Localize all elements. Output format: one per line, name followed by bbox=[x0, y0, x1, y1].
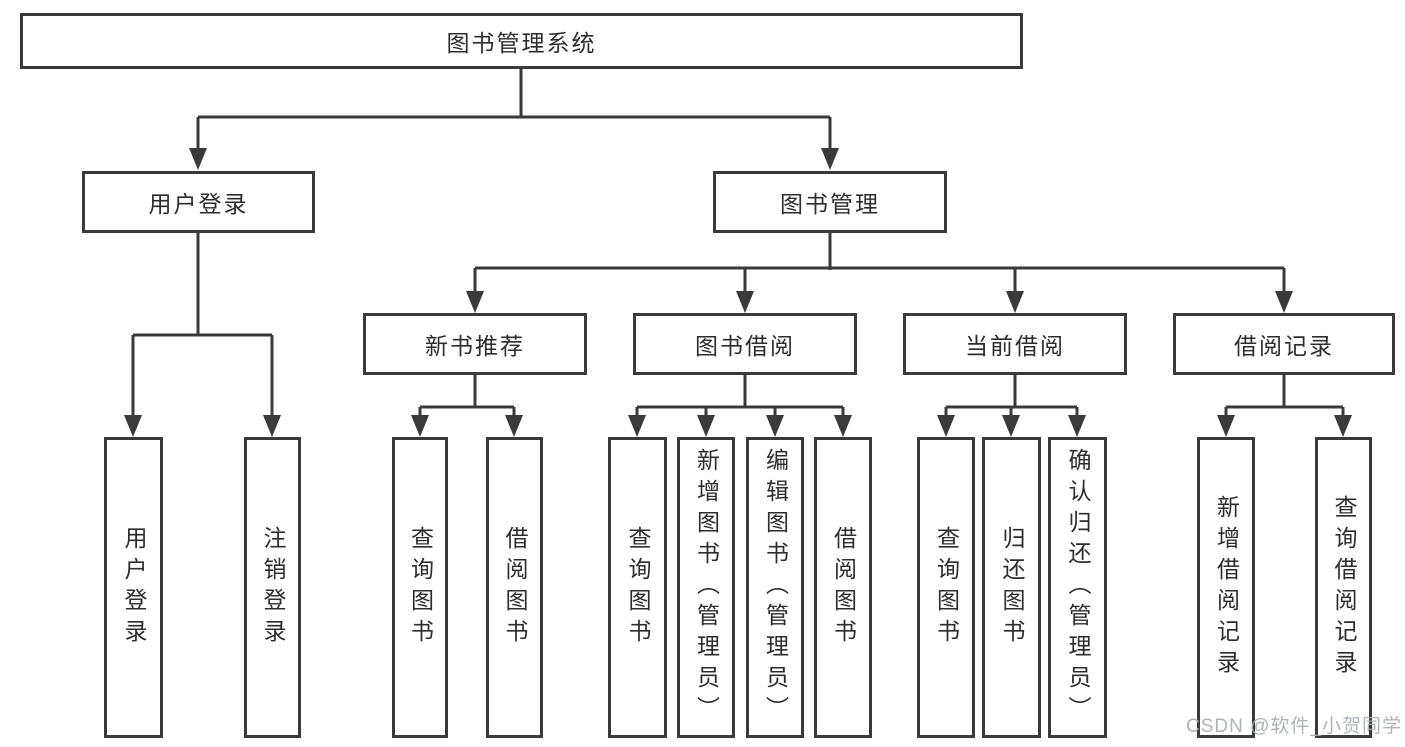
node-label: 借阅图书 bbox=[502, 525, 528, 650]
arrowhead-down-icon bbox=[466, 291, 484, 313]
arrowhead-down-icon bbox=[834, 415, 852, 437]
leaf-return-books: 归还图书 bbox=[982, 437, 1041, 738]
node-book-management: 图书管理 bbox=[713, 171, 947, 233]
leaf-add-borrow-record: 新增借阅记录 bbox=[1197, 437, 1255, 738]
leaf-query-books-1: 查询图书 bbox=[392, 437, 448, 738]
node-label: 新增借阅记录 bbox=[1213, 494, 1240, 681]
node-label: 查询借阅记录 bbox=[1331, 494, 1357, 681]
arrowhead-down-icon bbox=[1275, 291, 1293, 313]
leaf-add-books-admin: 新增图书（管理员） bbox=[677, 437, 735, 738]
leaf-query-books-2: 查询图书 bbox=[608, 437, 667, 738]
leaf-query-borrow-record: 查询借阅记录 bbox=[1315, 437, 1372, 738]
node-label: 当前借阅 bbox=[965, 333, 1065, 359]
arrowhead-down-icon bbox=[1002, 415, 1020, 437]
arrowhead-down-icon bbox=[766, 415, 784, 437]
leaf-borrow-books-1: 借阅图书 bbox=[486, 437, 543, 738]
arrowhead-down-icon bbox=[505, 415, 523, 437]
node-label: 用户登录 bbox=[121, 525, 147, 650]
node-label: 图书管理 bbox=[780, 191, 880, 217]
node-label: 查询图书 bbox=[407, 525, 434, 650]
node-label: 查询图书 bbox=[625, 525, 651, 650]
csdn-watermark: CSDN @软件_小贺同学 bbox=[1186, 716, 1402, 737]
node-label: 借阅记录 bbox=[1234, 333, 1334, 359]
arrowhead-down-icon bbox=[124, 415, 142, 437]
leaf-borrow-books-2: 借阅图书 bbox=[814, 437, 872, 738]
arrowhead-down-icon bbox=[1068, 415, 1086, 437]
node-current-borrowing: 当前借阅 bbox=[903, 313, 1127, 375]
node-label: 注销登录 bbox=[260, 525, 286, 650]
arrowhead-down-icon bbox=[628, 415, 646, 437]
arrowhead-down-icon bbox=[411, 415, 429, 437]
node-label: 借阅图书 bbox=[830, 525, 857, 650]
arrowhead-down-icon bbox=[189, 148, 207, 170]
node-label: 图书借阅 bbox=[695, 333, 795, 359]
node-label: 新书推荐 bbox=[425, 333, 525, 359]
arrowhead-down-icon bbox=[1334, 415, 1352, 437]
leaf-confirm-return-admin: 确认归还（管理员） bbox=[1048, 437, 1107, 738]
node-library-management-system: 图书管理系统 bbox=[20, 13, 1023, 69]
node-user-login: 用户登录 bbox=[82, 171, 315, 233]
node-label: 图书管理系统 bbox=[446, 30, 597, 56]
leaf-edit-books-admin: 编辑图书（管理员） bbox=[746, 437, 804, 738]
arrowhead-down-icon bbox=[1006, 291, 1024, 313]
node-borrowing-records: 借阅记录 bbox=[1173, 313, 1395, 375]
leaf-logout: 注销登录 bbox=[244, 437, 301, 738]
leaf-query-books-3: 查询图书 bbox=[917, 437, 975, 738]
arrowhead-down-icon bbox=[821, 148, 839, 170]
arrowhead-down-icon bbox=[736, 291, 754, 313]
node-new-book-recommend: 新书推荐 bbox=[363, 313, 587, 375]
node-label: 查询图书 bbox=[933, 525, 960, 650]
node-label: 确认归还（管理员） bbox=[1065, 448, 1091, 727]
node-label: 新增图书（管理员） bbox=[693, 448, 720, 727]
arrowhead-down-icon bbox=[263, 415, 281, 437]
arrowhead-down-icon bbox=[1217, 415, 1235, 437]
node-book-borrowing: 图书借阅 bbox=[633, 313, 857, 375]
node-label: 用户登录 bbox=[148, 191, 249, 217]
arrowhead-down-icon bbox=[697, 415, 715, 437]
arrowhead-down-icon bbox=[937, 415, 955, 437]
node-label: 编辑图书（管理员） bbox=[762, 448, 789, 727]
node-label: 归还图书 bbox=[999, 525, 1025, 650]
leaf-user-login: 用户登录 bbox=[104, 437, 163, 738]
